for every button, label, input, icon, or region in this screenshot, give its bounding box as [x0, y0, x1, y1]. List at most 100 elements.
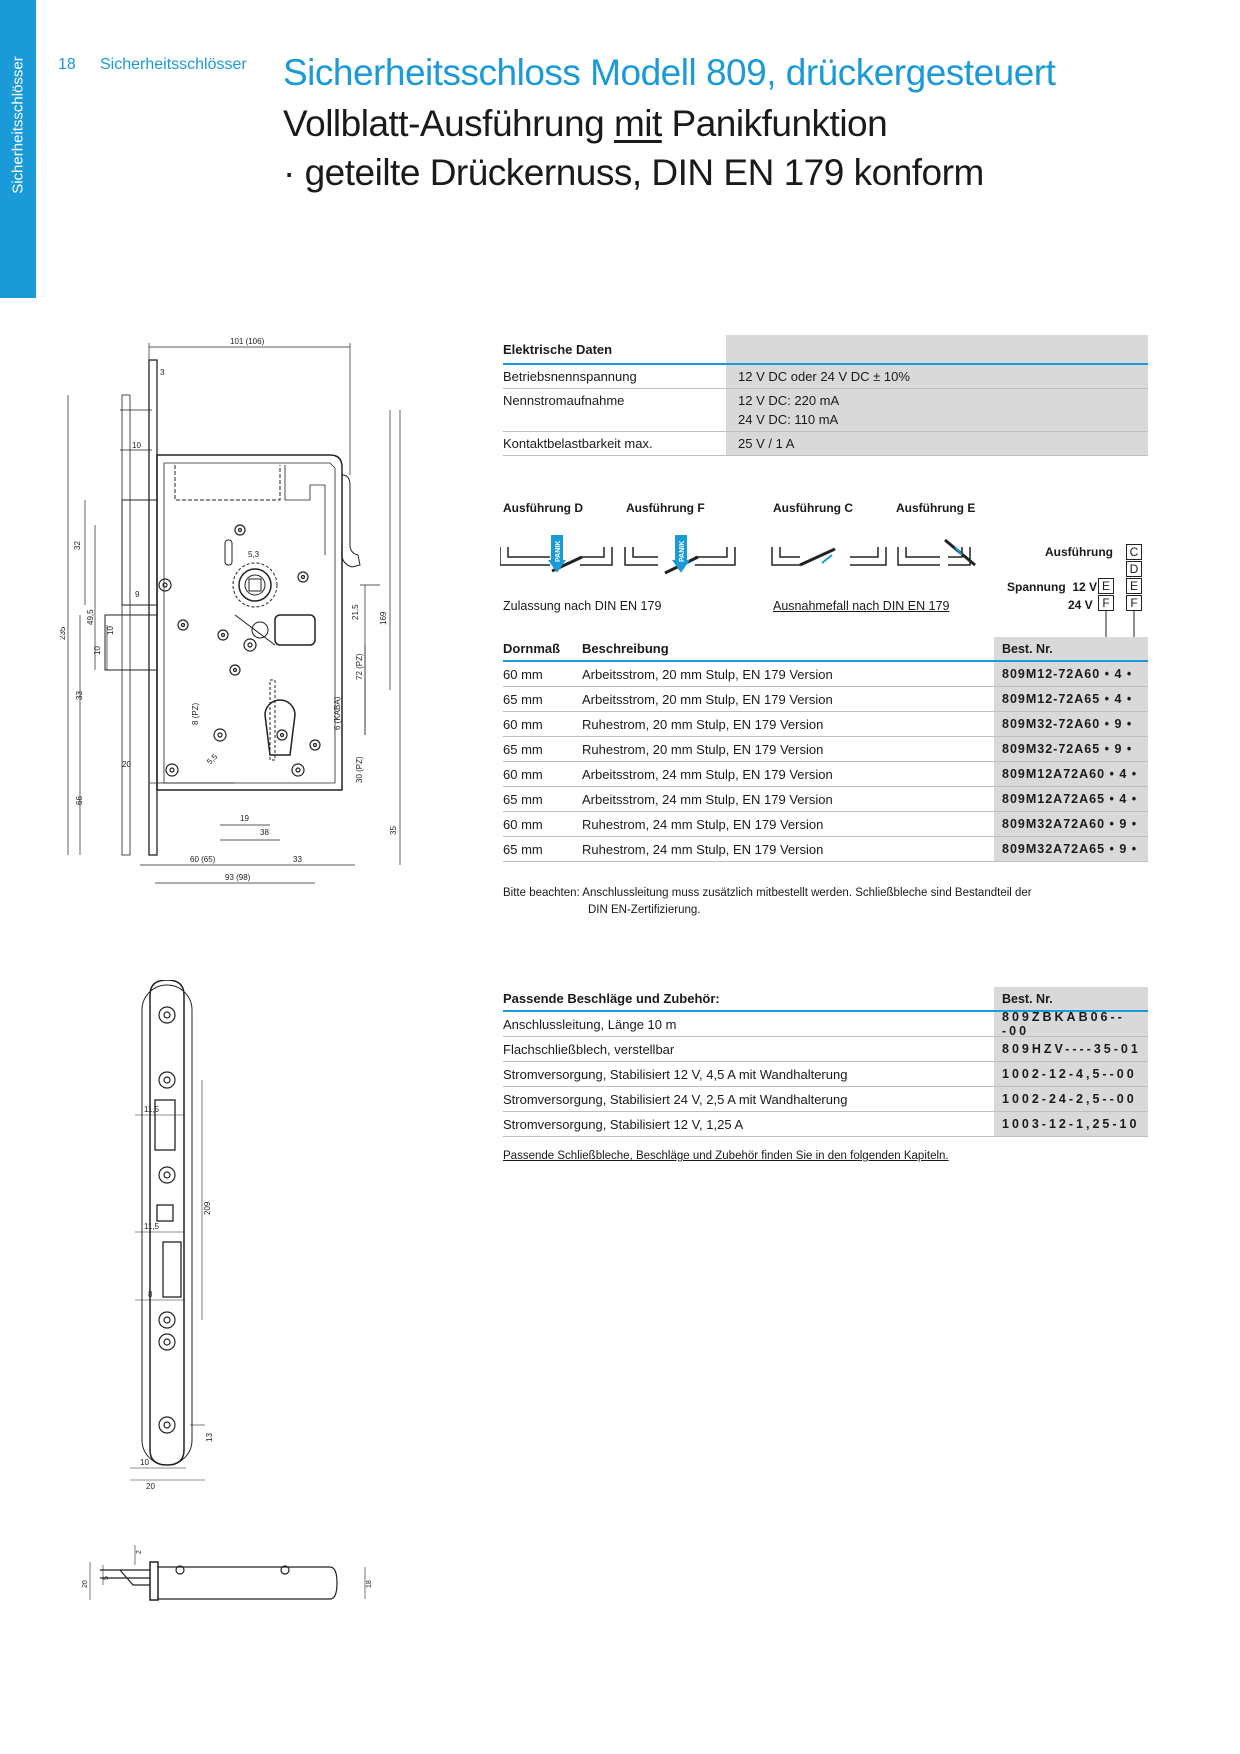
dim-f-11-5b: 11,5: [144, 1222, 160, 1231]
variant-label-f: Ausführung F: [626, 501, 705, 515]
spannung-text: Spannung: [1007, 580, 1066, 594]
cell-dorn: 65 mm: [503, 841, 543, 857]
spannung-label: Spannung 12 V: [1007, 580, 1097, 594]
cell-nr: 809M12-72A65 • 4 •: [994, 687, 1148, 711]
col-best-nr: Best. Nr.: [994, 637, 1148, 660]
cell-desc: Arbeitsstrom, 24 mm Stulp, EN 179 Versio…: [582, 791, 833, 807]
dim-20: 20: [122, 760, 131, 769]
dim-6: 6 (KABA): [333, 696, 342, 730]
dim-8: 8 (PZ): [191, 702, 200, 725]
page-number: 18: [58, 56, 76, 73]
cell-dorn: 65 mm: [503, 691, 543, 707]
electrical-heading: Elektrische Daten: [503, 342, 613, 357]
accessories-footer-link[interactable]: Passende Schließbleche, Beschläge und Zu…: [503, 1150, 949, 1162]
cell-nr: 809M12A72A65 • 4 •: [994, 787, 1148, 811]
dim-60: 60 (65): [190, 855, 216, 864]
dim-38: 38: [260, 828, 269, 837]
electrical-data-table: Elektrische Daten Betriebsnennspannung 1…: [503, 335, 1148, 456]
dim-30: 30 (PZ): [355, 756, 364, 783]
table-row: 65 mm Arbeitsstrom, 20 mm Stulp, EN 179 V…: [503, 687, 1148, 712]
electrical-value: 25 V / 1 A: [726, 432, 1148, 455]
electrical-value-line2: 24 V DC: 110 mA: [738, 412, 839, 427]
side-tab-label: Sicherheitsschlösser: [9, 56, 27, 194]
dim-10b: 10: [93, 646, 102, 655]
cell-desc: Stromversorgung, Stabilisiert 12 V, 1,25…: [503, 1116, 744, 1132]
cell-desc: Arbeitsstrom, 20 mm Stulp, EN 179 Versio…: [582, 666, 833, 682]
dim-235: 235: [60, 626, 67, 640]
table-row: Betriebsnennspannung 12 V DC oder 24 V D…: [503, 365, 1148, 389]
dim-33b: 33: [293, 855, 302, 864]
section-name: Sicherheitsschlösser: [100, 56, 247, 73]
dim-33: 33: [75, 691, 84, 700]
cell-desc: Ruhestrom, 20 mm Stulp, EN 179 Version: [582, 741, 824, 757]
electrical-value: 12 V DC oder 24 V DC ± 10%: [726, 365, 1148, 388]
cell-desc: Flachschließblech, verstellbar: [503, 1041, 675, 1057]
table-row: Anschlussleitung, Länge 10 m 809ZBKAB06--…: [503, 1010, 1148, 1038]
dim-top-width: 101 (106): [230, 337, 265, 346]
dim-3: 3: [160, 368, 165, 377]
electrical-key: Kontaktbelastbarkeit max.: [503, 436, 653, 451]
dim-f-20: 20: [146, 1482, 155, 1490]
dim-5-5: 5,5: [205, 752, 220, 767]
cell-nr: 809M32A72A60 • 9 •: [994, 812, 1148, 836]
panik-label-d: PANIK: [555, 541, 562, 562]
electrical-header: Elektrische Daten: [503, 335, 1148, 365]
dim-169: 169: [379, 611, 388, 625]
cell-dorn: 60 mm: [503, 666, 543, 682]
cell-desc: Anschlussleitung, Länge 10 m: [503, 1016, 677, 1032]
dim-93: 93 (98): [225, 873, 251, 882]
cell-dorn: 65 mm: [503, 741, 543, 757]
cell-nr: 809ZBKAB06---00: [994, 1010, 1148, 1038]
col-best-nr: Best. Nr.: [994, 987, 1148, 1010]
dim-35: 35: [389, 826, 398, 835]
variant-diagrams: PANIK PANIK: [499, 534, 1000, 600]
cell-desc: Arbeitsstrom, 20 mm Stulp, EN 179 Versio…: [582, 691, 833, 707]
page-subtitle-1: Vollblatt-Ausführung mit Panikfunktion: [283, 103, 888, 145]
page-title: Sicherheitsschloss Modell 809, drückerge…: [283, 52, 1056, 93]
cell-dorn: 60 mm: [503, 816, 543, 832]
subtitle-part-b: mit: [613, 103, 662, 144]
lock-body-drawing: 101 (106) 3 10 5,3 9 32 49,5 235 10 10 2…: [58, 335, 460, 900]
variant-label-d: Ausführung D: [503, 501, 583, 515]
variant-label-c: Ausführung C: [773, 501, 853, 515]
page-subtitle-2: · geteilte Drückernuss, DIN EN 179 konfo…: [283, 152, 984, 193]
panik-label-f: PANIK: [679, 541, 686, 562]
section-drawing: 2 20 5 18: [75, 1540, 375, 1615]
order-note-line1: Bitte beachten: Anschlussleitung muss zu…: [503, 887, 1032, 899]
cell-desc: Ruhestrom, 24 mm Stulp, EN 179 Version: [582, 841, 824, 857]
cell-nr: 809HZV----35-01: [994, 1037, 1148, 1061]
dim-10c: 10: [106, 626, 115, 635]
table-row: Kontaktbelastbarkeit max. 25 V / 1 A: [503, 432, 1148, 456]
dim-f-13: 13: [205, 1433, 214, 1442]
dim-f-11-5a: 11,5: [144, 1105, 160, 1114]
cell-dorn: 65 mm: [503, 791, 543, 807]
dim-s-5: 5: [103, 1576, 110, 1580]
electrical-heading-fill: [726, 335, 1148, 363]
electrical-key: Nennstromaufnahme: [503, 393, 625, 408]
dim-10: 10: [132, 441, 141, 450]
selector-cell-e: E: [1098, 578, 1114, 594]
table-row: 65 mm Ruhestrom, 24 mm Stulp, EN 179 Vers…: [503, 837, 1148, 862]
dim-49-5: 49,5: [86, 609, 95, 625]
dim-21-5: 21,5: [351, 604, 360, 620]
electrical-value: 12 V DC: 220 mA 24 V DC: 110 mA: [726, 389, 1148, 431]
table-row: 65 mm Arbeitsstrom, 24 mm Stulp, EN 179 V…: [503, 787, 1148, 812]
cell-nr: 809M32-72A60 • 9 •: [994, 712, 1148, 736]
dim-32: 32: [73, 541, 82, 550]
table-row: 65 mm Ruhestrom, 20 mm Stulp, EN 179 Vers…: [503, 737, 1148, 762]
table-row: Stromversorgung, Stabilisiert 12 V, 4,5 …: [503, 1062, 1148, 1087]
table-row: Flachschließblech, verstellbar 809HZV----…: [503, 1037, 1148, 1062]
dim-s-20: 20: [82, 1580, 89, 1588]
accessories-header: Passende Beschläge und Zubehör: Best. Nr…: [503, 987, 1148, 1012]
dim-53: 5,3: [248, 550, 260, 559]
table-row: 60 mm Arbeitsstrom, 20 mm Stulp, EN 179 V…: [503, 662, 1148, 687]
dim-19: 19: [240, 814, 249, 823]
dim-f-8: 8: [148, 1290, 153, 1299]
selector-cell-d2: D: [1126, 561, 1142, 577]
cell-nr: 809M12A72A60 • 4 •: [994, 762, 1148, 786]
table-row: Stromversorgung, Stabilisiert 24 V, 2,5 …: [503, 1087, 1148, 1112]
table-row: Stromversorgung, Stabilisiert 12 V, 1,25…: [503, 1112, 1148, 1137]
